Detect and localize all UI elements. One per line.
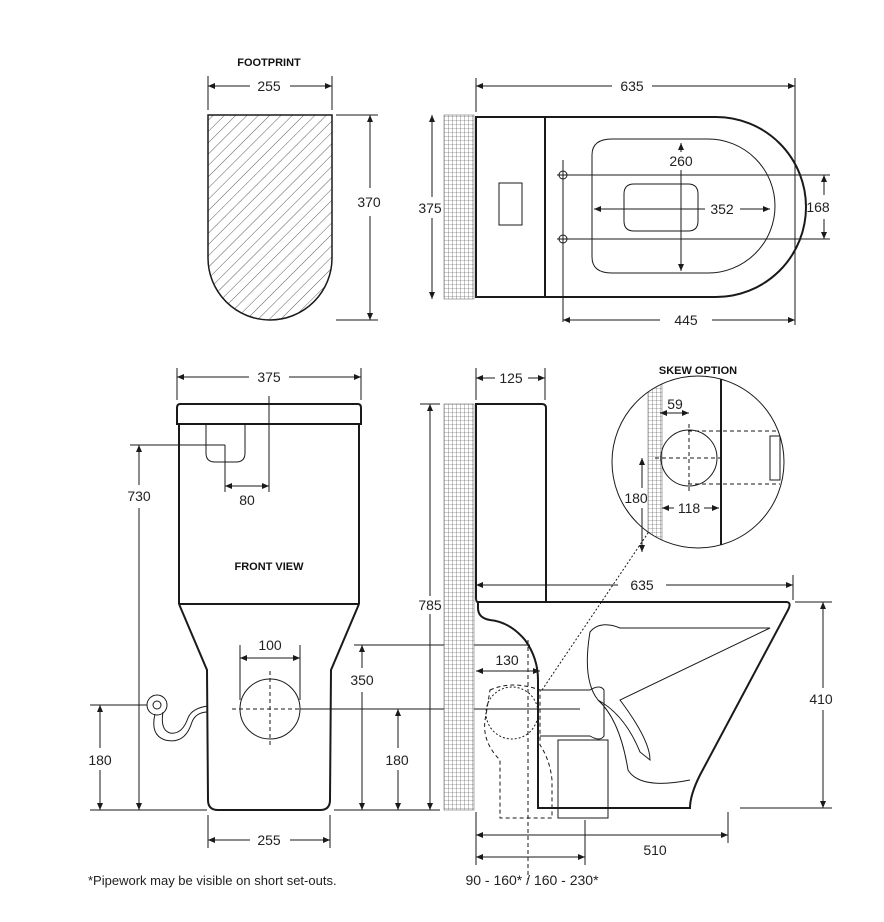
dim-100-label: 100: [258, 637, 282, 653]
pan-front-outline: [178, 603, 360, 811]
plan-view: 260 352 168 635 375 445: [418, 78, 830, 328]
dim-410-label: 410: [809, 691, 833, 707]
skew-wall: [647, 376, 663, 548]
top-width-label: 375: [257, 369, 281, 385]
pipework-solid: [557, 739, 609, 819]
bowl-curve: [597, 699, 691, 784]
wall-tiles: [443, 114, 475, 300]
cistern-lid: [176, 403, 362, 425]
footprint-width-label: 255: [257, 78, 281, 94]
dim-80-label: 80: [239, 492, 255, 508]
skew-circle-frame: [611, 375, 785, 549]
flush-button: [498, 182, 523, 226]
dim-352-label: 352: [710, 201, 734, 217]
trapway: [586, 624, 771, 762]
setout-label: 90 - 160* / 160 - 230*: [465, 872, 599, 888]
pan-side-outline: [477, 601, 791, 809]
seat-outline: [591, 138, 776, 274]
skew-bracket: [769, 435, 781, 481]
dim-168-label: 168: [806, 199, 830, 215]
dim-125-label: 125: [499, 370, 523, 386]
front-view: 375 80 FRONT VIEW 100 180 730: [88, 368, 580, 848]
skew-118-label: 118: [678, 500, 701, 516]
right-180-label: 180: [385, 752, 409, 768]
footnote: *Pipework may be visible on short set-ou…: [88, 873, 337, 888]
front-view-title: FRONT VIEW: [234, 561, 304, 573]
footprint-view: FOOTPRINT 255 370: [207, 57, 381, 321]
left-180-label: 180: [88, 752, 112, 768]
dim-350-label: 350: [350, 672, 374, 688]
overall-length-label: 635: [620, 78, 644, 94]
skew-waste: [660, 429, 718, 487]
dim-130-label: 130: [495, 652, 519, 668]
wall-height-label: 375: [418, 200, 442, 216]
dim-445-label: 445: [674, 312, 698, 328]
wall-tiles: [443, 403, 475, 811]
waste-dot-circle: [485, 686, 539, 740]
bowl-opening: [623, 183, 699, 232]
pipework-dashed: [484, 684, 553, 819]
skew-option-detail: SKEW OPTION 59 180 118: [611, 365, 785, 552]
footprint-depth-label: 370: [357, 194, 381, 210]
pan-outline: [475, 116, 807, 298]
dim-785-label: 785: [418, 597, 442, 613]
skew-title: SKEW OPTION: [659, 365, 737, 377]
footprint-title: FOOTPRINT: [237, 57, 301, 69]
side-view: 125 785 635 130 410 510 90 - 160* / 160 …: [418, 368, 833, 888]
cistern-side-outline: [475, 402, 547, 603]
dim-260-label: 260: [669, 153, 693, 169]
footprint-outline: [207, 114, 333, 321]
skew-leader: [541, 529, 651, 691]
skew-180-label: 180: [624, 490, 648, 506]
skew-59-label: 59: [667, 396, 683, 412]
dim-510-label: 510: [643, 842, 667, 858]
outlet-connector: [540, 686, 605, 740]
dim-635-label: 635: [630, 577, 654, 593]
dim-730-label: 730: [127, 488, 151, 504]
water-inlet: [146, 694, 209, 742]
base-width-label: 255: [257, 832, 281, 848]
